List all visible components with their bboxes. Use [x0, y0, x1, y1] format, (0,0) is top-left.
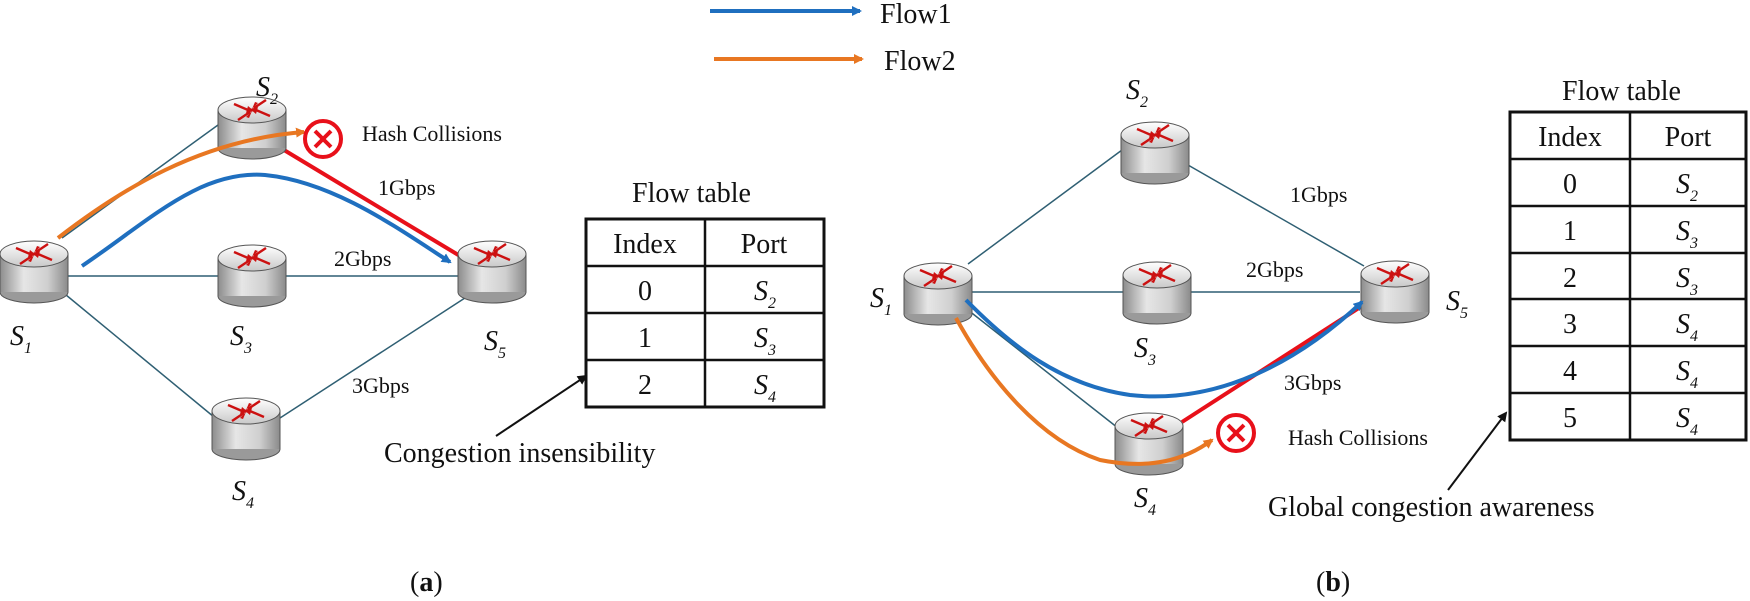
table-row-index: 3	[1563, 309, 1577, 340]
legend-flow2-label: Flow2	[884, 46, 956, 77]
link-s4-s5	[279, 295, 469, 419]
flow-table-a-title: Flow table	[632, 178, 751, 209]
flow-table-a: Flow table Index Port 0 S2 1 S3 2 S4	[584, 178, 826, 409]
flow2-path-b	[954, 317, 1214, 466]
flow2-path-a	[56, 127, 306, 240]
flow-table-a-header-index: Index	[613, 229, 677, 260]
hash-collision-icon-a	[303, 119, 343, 159]
panel-a: Hash Collisions 1Gbps 2Gbps 3Gbps S1 S2 …	[0, 72, 826, 598]
panel-b: Hash Collisions 1Gbps 2Gbps 3Gbps S1 S2 …	[870, 75, 1748, 598]
table-row-index: 0	[1563, 169, 1577, 200]
switch-label-a-s4: S4	[232, 476, 254, 512]
hash-collision-label-a: Hash Collisions	[362, 121, 502, 146]
annotation-arrow-a	[495, 374, 588, 437]
switch-label-a-s3: S3	[230, 321, 252, 357]
switch-s5	[1359, 259, 1431, 325]
table-row-port: S4	[1676, 403, 1698, 439]
switch-label-a-s1: S1	[10, 321, 32, 357]
hash-collision-icon-b	[1216, 413, 1256, 453]
switch-label-b-s5: S5	[1446, 286, 1468, 322]
table-row-port: S3	[754, 323, 776, 359]
annotation-a: Congestion insensibility	[384, 438, 655, 469]
table-row-port: S3	[1676, 263, 1698, 299]
table-row-index: 1	[638, 323, 652, 354]
table-row-index: 2	[1563, 263, 1577, 294]
table-row-port: S2	[1676, 169, 1698, 205]
link-s1-s2	[967, 149, 1123, 265]
switch-label-a-s5: S5	[484, 326, 506, 362]
link-label-b-1gbps: 1Gbps	[1290, 182, 1347, 207]
switch-label-b-s4: S4	[1134, 483, 1156, 519]
caption-b: (b)	[1316, 567, 1350, 598]
switch-label-b-s2: S2	[1126, 75, 1148, 111]
switch-label-a-s2: S2	[256, 72, 278, 108]
link-label-a-2gbps: 2Gbps	[334, 246, 391, 271]
flow-table-b-title: Flow table	[1562, 76, 1681, 107]
legend: Flow1 Flow2	[710, 0, 956, 77]
flow-table-b-header-index: Index	[1538, 122, 1602, 153]
flow-table-b: Flow table Index Port 0 S2 1 S3 2 S3 3 S…	[1508, 76, 1748, 442]
table-row-index: 1	[1563, 216, 1577, 247]
flow1-path-b	[964, 298, 1364, 399]
collision-link-s2-s5	[282, 148, 462, 258]
table-row-index: 5	[1563, 403, 1577, 434]
flow-table-a-header-port: Port	[741, 229, 788, 260]
annotation-arrow-b	[1447, 411, 1508, 491]
table-row-port: S3	[1676, 216, 1698, 252]
annotation-b: Global congestion awareness	[1268, 492, 1595, 523]
link-label-b-2gbps: 2Gbps	[1246, 257, 1303, 282]
table-row-port: S2	[754, 276, 776, 312]
link-s1-s4	[59, 289, 215, 418]
table-row-index: 0	[638, 276, 652, 307]
switch-s1	[902, 261, 974, 327]
table-row-port: S4	[1676, 356, 1698, 392]
flow-table-b-header-port: Port	[1665, 122, 1712, 153]
switch-s2	[1119, 120, 1191, 186]
table-row-port: S4	[1676, 309, 1698, 345]
link-s2-s5	[1187, 164, 1365, 267]
switch-label-b-s1: S1	[870, 283, 892, 319]
link-label-a-3gbps: 3Gbps	[352, 373, 409, 398]
table-row-index: 4	[1563, 356, 1577, 387]
link-label-b-3gbps: 3Gbps	[1284, 370, 1341, 395]
switch-s4	[1113, 411, 1185, 477]
table-row-port: S4	[754, 370, 776, 406]
switch-s1	[0, 239, 70, 305]
link-label-a-1gbps: 1Gbps	[378, 175, 435, 200]
table-row-index: 2	[638, 370, 652, 401]
switch-s3	[1121, 260, 1193, 326]
switch-s4	[210, 396, 282, 462]
legend-flow1-label: Flow1	[880, 0, 952, 30]
switch-s3	[216, 243, 288, 309]
link-s1-s4	[967, 309, 1119, 429]
switch-s5	[456, 239, 528, 305]
panel-b-links	[967, 149, 1365, 429]
flow1-path-a	[80, 172, 452, 268]
caption-a: (a)	[410, 567, 443, 598]
hash-collision-label-b: Hash Collisions	[1288, 425, 1428, 450]
switch-label-b-s3: S3	[1134, 333, 1156, 369]
